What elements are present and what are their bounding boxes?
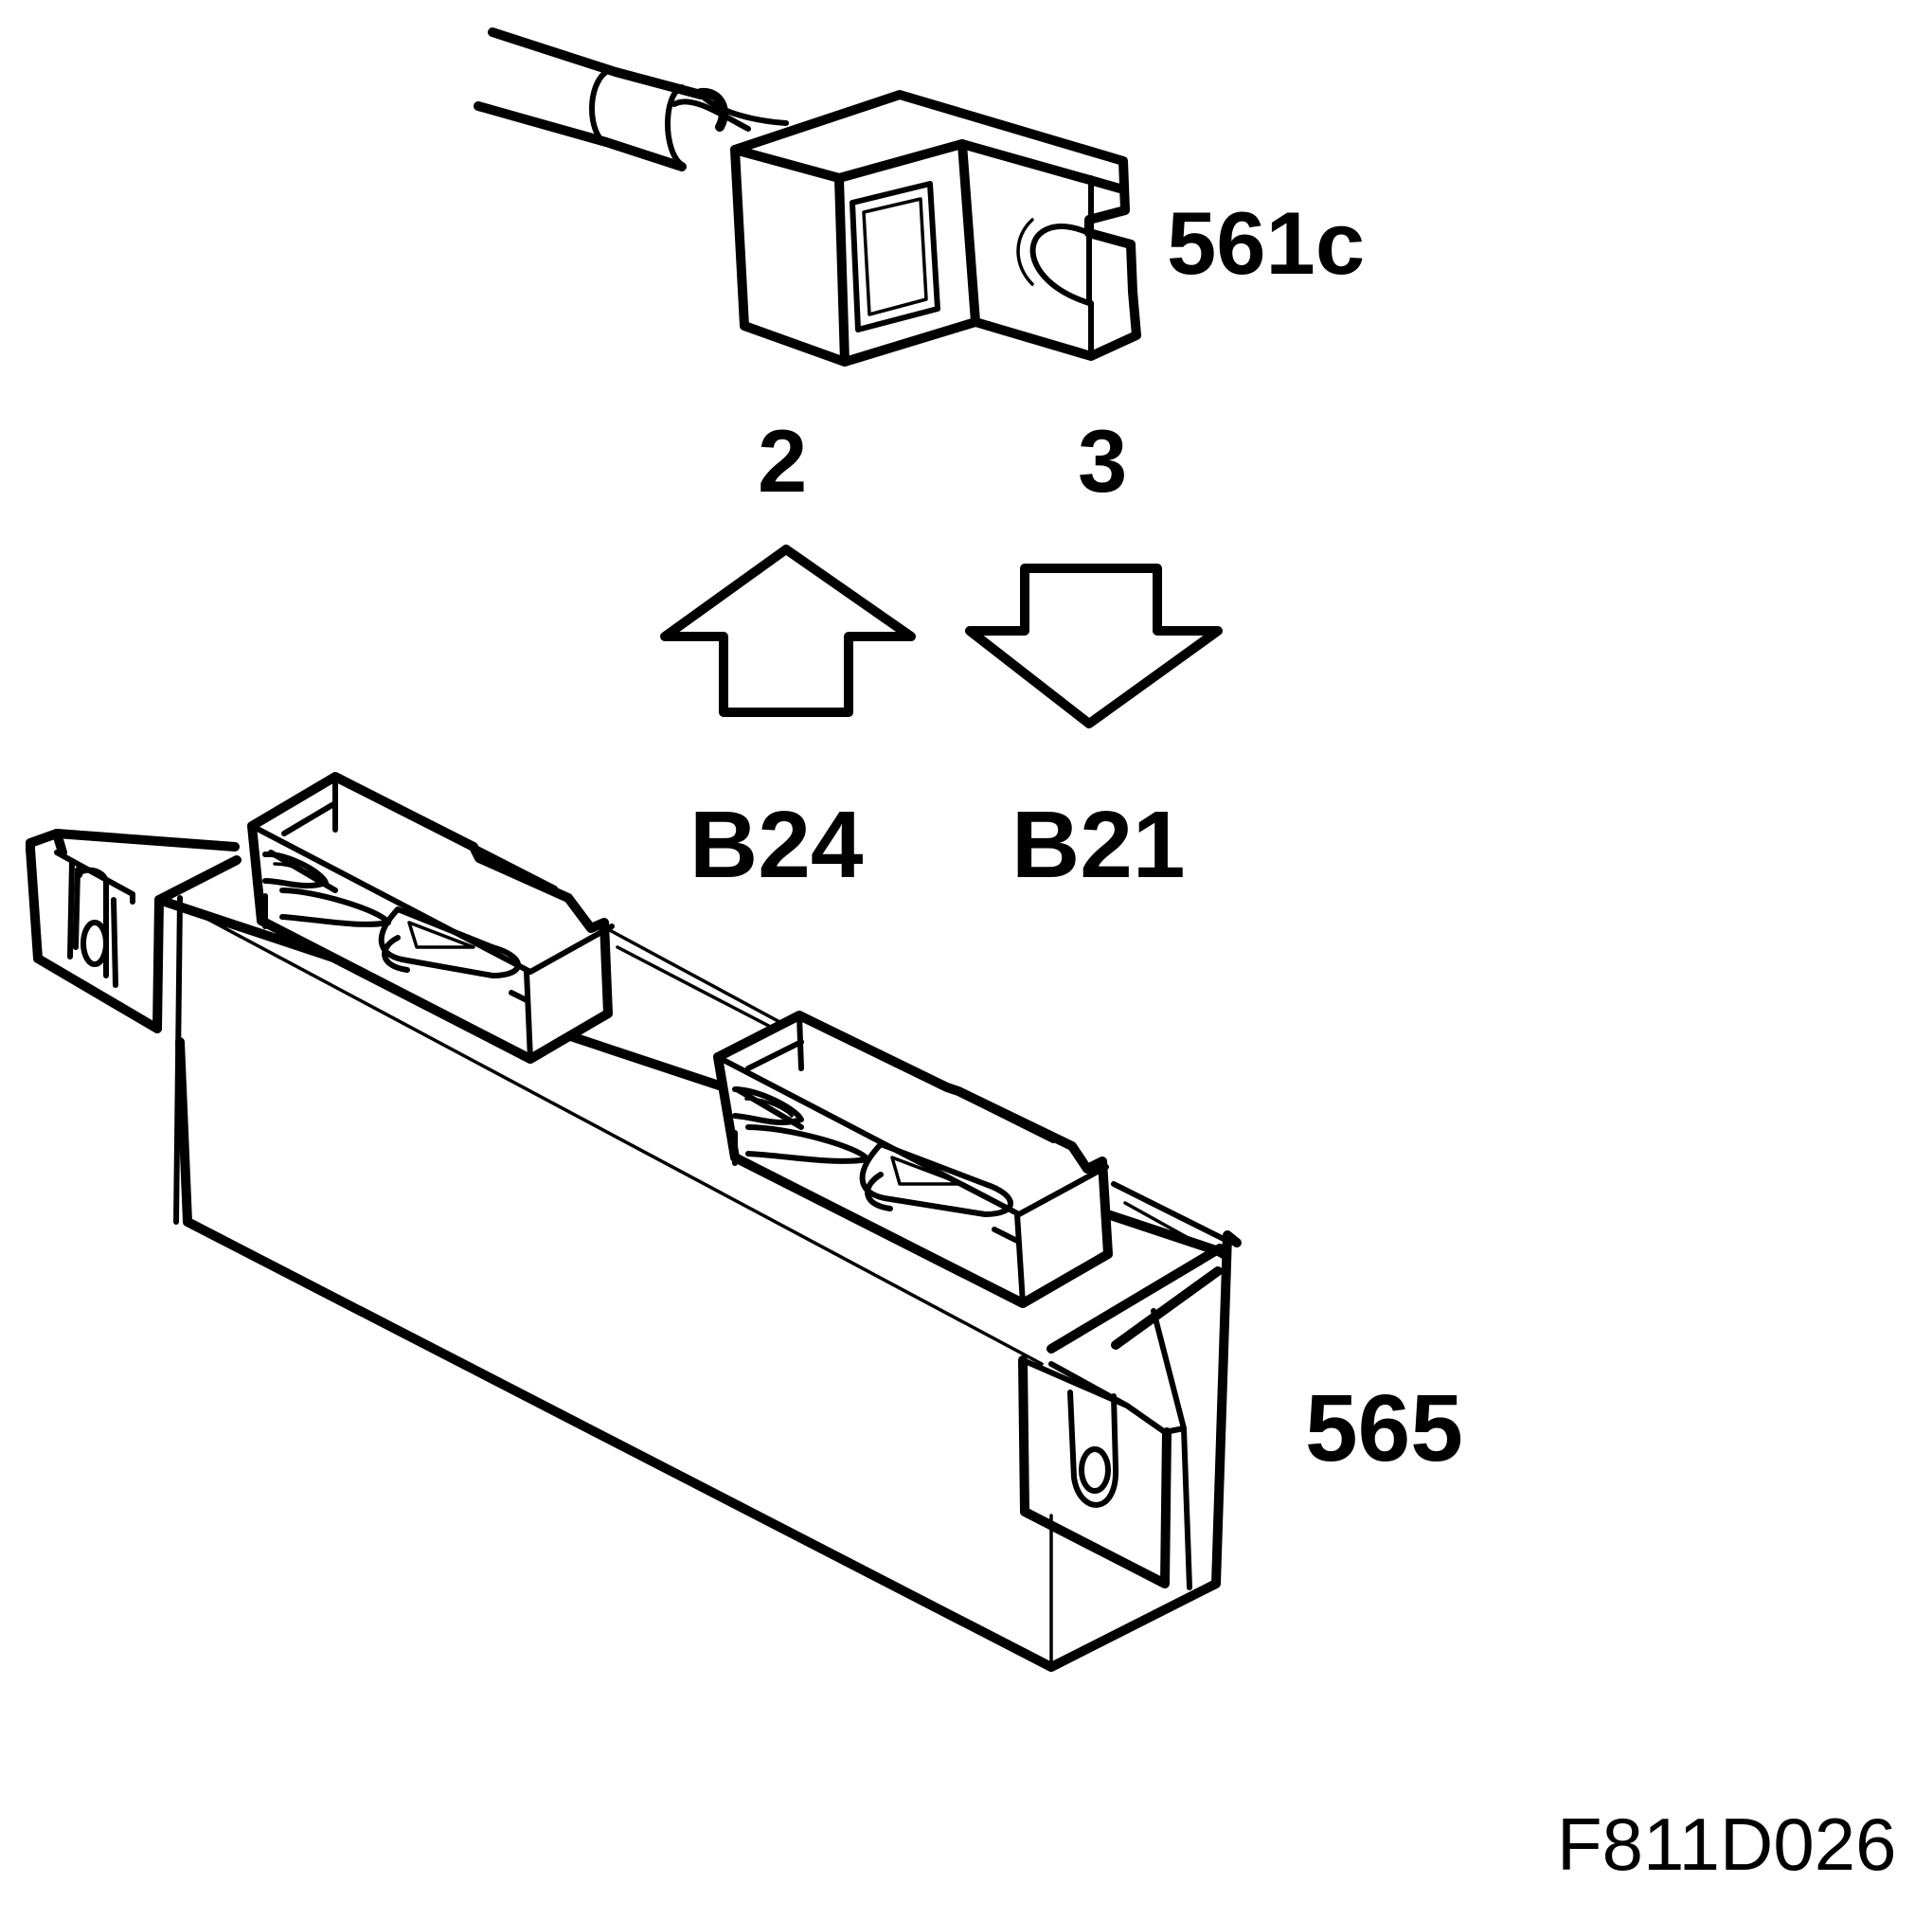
connector-561c — [474, 27, 1141, 367]
arrow-up-icon — [660, 545, 916, 717]
fuse-box-label: 565 — [1305, 1375, 1463, 1481]
connector-wires — [474, 27, 789, 171]
fuse-holder-right — [713, 1011, 1113, 1308]
mount-tab-left — [54, 850, 135, 988]
connector-body — [730, 90, 1141, 367]
engine-label-left: B24 — [689, 792, 864, 898]
figure-id: F811D026 — [1557, 1802, 1897, 1886]
connector-label: 561c — [1167, 193, 1366, 293]
mount-tab-right — [1018, 1308, 1192, 1590]
pin-label-left: 2 — [758, 411, 808, 511]
pin-label-right: 3 — [1078, 411, 1128, 511]
arrow-down-icon — [965, 564, 1223, 728]
engine-label-right: B21 — [1011, 792, 1186, 898]
fuse-holder-left — [247, 772, 615, 1064]
fuse-box-565 — [26, 772, 1242, 1672]
